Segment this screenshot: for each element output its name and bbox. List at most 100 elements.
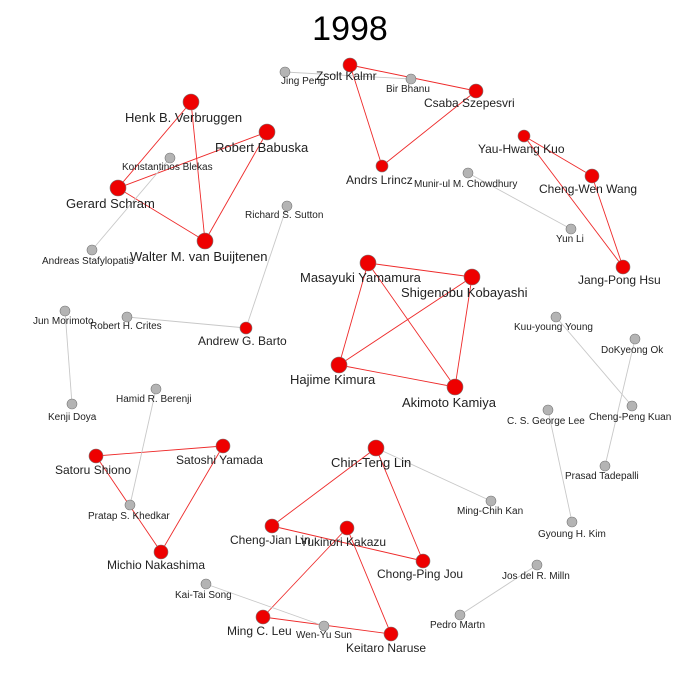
- node-label-keitaro-naruse: Keitaro Naruse: [346, 641, 426, 655]
- node-label-akimoto-kamiya: Akimoto Kamiya: [402, 395, 497, 410]
- node-pratap-khedkar[interactable]: [124, 499, 136, 511]
- node-andreas-stafylopatis[interactable]: [86, 244, 98, 256]
- node-kenji-doya[interactable]: [66, 398, 78, 410]
- node-chin-teng-lin[interactable]: [367, 439, 385, 457]
- node-jos-millan[interactable]: [531, 559, 543, 571]
- node-chong-ping-jou[interactable]: [415, 553, 431, 569]
- node-label-jos-millan: Jos del R. Milln: [502, 571, 570, 582]
- node-label-cheng-jian-lin: Cheng-Jian Lin: [230, 533, 311, 547]
- node-hamid-berenji[interactable]: [150, 383, 162, 395]
- node-label-yukinori-kakazu: Yukinori Kakazu: [300, 535, 386, 549]
- node-label-yun-li: Yun Li: [556, 234, 584, 245]
- edge-masayuki-yamamura-akimoto-kamiya: [367, 262, 456, 388]
- node-layer: [59, 57, 641, 642]
- node-label-robert-crites: Robert H. Crites: [90, 321, 162, 332]
- node-prasad-tadepalli[interactable]: [599, 460, 611, 472]
- node-label-hamid-berenji: Hamid R. Berenji: [116, 394, 192, 405]
- node-label-henk-verbruggen: Henk B. Verbruggen: [125, 110, 242, 125]
- node-jang-pong-hsu[interactable]: [615, 259, 631, 275]
- node-label-cheng-wen-wang: Cheng-Wen Wang: [539, 182, 637, 196]
- node-label-ming-leu: Ming C. Leu: [227, 624, 292, 638]
- node-label-konstantinos-blekas: Konstantinos Blekas: [122, 162, 213, 173]
- edge-cs-george-lee-gyoung-kim: [547, 409, 573, 523]
- node-gyoung-kim[interactable]: [566, 516, 578, 528]
- node-csaba-szepesvri[interactable]: [468, 83, 484, 99]
- node-cheng-peng-kuan[interactable]: [626, 400, 638, 412]
- node-akimoto-kamiya[interactable]: [446, 378, 464, 396]
- node-keitaro-naruse[interactable]: [383, 626, 399, 642]
- edge-jun-morimoto-kenji-doya: [64, 310, 73, 405]
- edge-yukinori-kakazu-ming-leu: [262, 527, 348, 618]
- node-cheng-wen-wang[interactable]: [584, 168, 600, 184]
- node-satoru-shiono[interactable]: [88, 448, 104, 464]
- edge-munir-chowdhury-yun-li: [467, 172, 572, 230]
- edge-yau-hwang-kuo-jang-pong-hsu: [523, 135, 624, 268]
- node-andrs-lrincz[interactable]: [375, 159, 389, 173]
- node-henk-verbruggen[interactable]: [182, 93, 200, 111]
- node-cheng-jian-lin[interactable]: [264, 518, 280, 534]
- edge-chin-teng-lin-cheng-jian-lin: [271, 447, 377, 527]
- node-robert-babuska[interactable]: [258, 123, 276, 141]
- node-label-shigenobu-kobayashi: Shigenobu Kobayashi: [401, 285, 528, 300]
- edge-robert-babuska-walter-van-buijtenen: [204, 131, 268, 242]
- node-jun-morimoto[interactable]: [59, 305, 71, 317]
- node-shigenobu-kobayashi[interactable]: [463, 268, 481, 286]
- node-label-ming-chih-kan: Ming-Chih Kan: [457, 506, 523, 517]
- graph-title: 1998: [312, 10, 388, 48]
- node-label-wen-yu-sun: Wen-Yu Sun: [296, 630, 352, 641]
- node-gerard-schram[interactable]: [109, 179, 127, 197]
- node-label-andreas-stafylopatis: Andreas Stafylopatis: [42, 256, 134, 267]
- node-label-richard-sutton: Richard S. Sutton: [245, 210, 323, 221]
- node-satoshi-yamada[interactable]: [215, 438, 231, 454]
- node-richard-sutton[interactable]: [281, 200, 293, 212]
- node-wen-yu-sun[interactable]: [318, 620, 330, 632]
- node-label-pedro-martn: Pedro Martn: [430, 620, 485, 631]
- edge-chin-teng-lin-chong-ping-jou: [375, 447, 424, 562]
- node-bir-bhanu[interactable]: [405, 73, 417, 85]
- node-cs-george-lee[interactable]: [542, 404, 554, 416]
- node-robert-crites[interactable]: [121, 311, 133, 323]
- node-michio-nakashima[interactable]: [153, 544, 169, 560]
- node-yau-hwang-kuo[interactable]: [517, 129, 531, 143]
- node-label-bir-bhanu: Bir Bhanu: [386, 84, 430, 95]
- edge-robert-crites-andrew-barto: [126, 316, 247, 329]
- node-label-chin-teng-lin: Chin-Teng Lin: [331, 455, 411, 470]
- node-yun-li[interactable]: [565, 223, 577, 235]
- node-jing-peng[interactable]: [279, 66, 291, 78]
- node-label-michio-nakashima: Michio Nakashima: [107, 558, 205, 572]
- node-label-cs-george-lee: C. S. George Lee: [507, 416, 585, 427]
- edge-robert-babuska-gerard-schram: [117, 131, 268, 189]
- edge-satoshi-yamada-michio-nakashima: [160, 445, 224, 553]
- node-kai-tai-song[interactable]: [200, 578, 212, 590]
- node-yukinori-kakazu[interactable]: [339, 520, 355, 536]
- node-dokyeong-ok[interactable]: [629, 333, 641, 345]
- edge-masayuki-yamamura-shigenobu-kobayashi: [367, 262, 473, 278]
- edge-shigenobu-kobayashi-akimoto-kamiya: [454, 276, 473, 388]
- node-label-csaba-szepesvri: Csaba Szepesvri: [424, 96, 515, 110]
- node-label-satoshi-yamada: Satoshi Yamada: [176, 453, 263, 467]
- node-masayuki-yamamura[interactable]: [359, 254, 377, 272]
- node-hajime-kimura[interactable]: [330, 356, 348, 374]
- node-label-masayuki-yamamura: Masayuki Yamamura: [300, 270, 422, 285]
- node-label-jang-pong-hsu: Jang-Pong Hsu: [578, 273, 661, 287]
- node-konstantinos-blekas[interactable]: [164, 152, 176, 164]
- node-ming-leu[interactable]: [255, 609, 271, 625]
- edge-konstantinos-blekas-andreas-stafylopatis: [91, 157, 171, 251]
- node-kuu-young-young[interactable]: [550, 311, 562, 323]
- node-munir-chowdhury[interactable]: [462, 167, 474, 179]
- node-walter-van-buijtenen[interactable]: [196, 232, 214, 250]
- node-andrew-barto[interactable]: [239, 321, 253, 335]
- node-label-hajime-kimura: Hajime Kimura: [290, 372, 376, 387]
- node-label-chong-ping-jou: Chong-Ping Jou: [377, 567, 463, 581]
- node-zsolt-kalmr[interactable]: [342, 57, 358, 73]
- node-label-pratap-khedkar: Pratap S. Khedkar: [88, 511, 170, 522]
- node-pedro-martn[interactable]: [454, 609, 466, 621]
- node-label-munir-chowdhury: Munir-ul M. Chowdhury: [414, 179, 517, 190]
- edge-yukinori-kakazu-keitaro-naruse: [346, 527, 392, 635]
- node-label-kuu-young-young: Kuu-young Young: [514, 322, 593, 333]
- node-ming-chih-kan[interactable]: [485, 495, 497, 507]
- edge-shigenobu-kobayashi-hajime-kimura: [338, 276, 473, 366]
